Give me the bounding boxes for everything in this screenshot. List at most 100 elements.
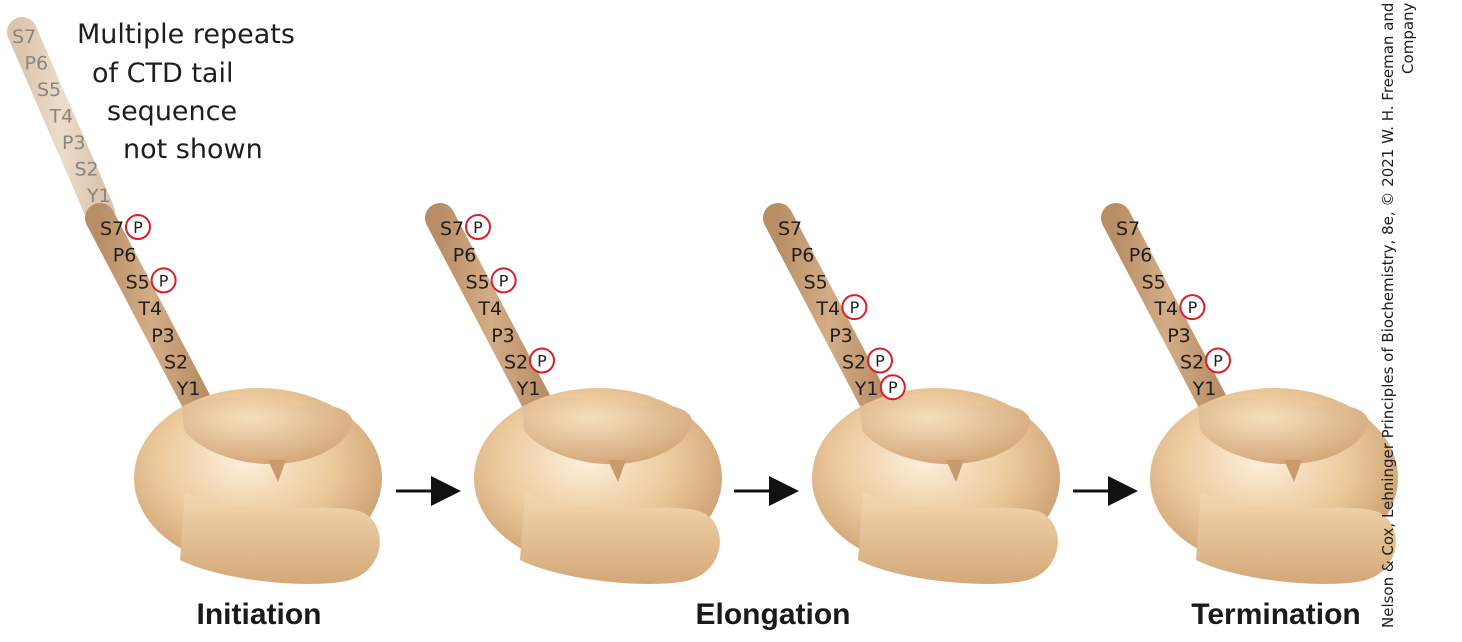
- phosphate-label: P: [537, 352, 547, 371]
- phosphate-circle: [490, 267, 517, 294]
- faded-residue-p3: P3: [62, 132, 86, 154]
- faded-residue-p6: P6: [25, 53, 49, 75]
- residue-s5: S5: [1142, 271, 1166, 293]
- phosphate-label: P: [1188, 298, 1198, 317]
- residue-t4: T4: [815, 298, 840, 320]
- phosphate-label: P: [159, 271, 169, 290]
- residue-s5: S5: [804, 271, 828, 293]
- residue-p3: P3: [491, 325, 515, 347]
- note-line-4: not shown: [123, 134, 263, 165]
- residue-y1: Y1: [176, 378, 201, 400]
- polymerase-cap: [182, 397, 352, 465]
- phosphate-group: P: [1179, 294, 1206, 321]
- phosphate-label: P: [1213, 352, 1223, 371]
- residue-p3: P3: [1167, 325, 1191, 347]
- phosphate-label: P: [133, 218, 143, 237]
- stage-label-initiation: Initiation: [197, 598, 322, 631]
- residue-p6: P6: [453, 245, 477, 267]
- polymerase-lower-lobe: [1196, 492, 1396, 584]
- phosphate-circle: [879, 374, 906, 401]
- phosphate-label: P: [850, 298, 860, 317]
- residue-p6: P6: [791, 245, 815, 267]
- credit-line-1: Nelson & Cox, Lehninger Principles of Bi…: [1379, 2, 1397, 628]
- phosphate-label: P: [499, 271, 509, 290]
- credit-line-2: Company: [1399, 2, 1417, 74]
- phosphate-label: P: [473, 218, 483, 237]
- phosphate-group: P: [125, 214, 151, 240]
- stage-label-elongation: Elongation: [696, 598, 851, 631]
- residue-s5: S5: [126, 271, 150, 293]
- note-line-2: of CTD tail: [92, 58, 233, 89]
- polymerase-cap: [860, 397, 1030, 465]
- polymerase-lower-lobe: [520, 492, 720, 584]
- polymerase-channel: [608, 460, 626, 482]
- residue-s7: S7: [100, 218, 124, 240]
- phosphate-label: P: [875, 352, 885, 371]
- polymerase-channel: [946, 460, 964, 482]
- phosphate-group: P: [841, 294, 868, 321]
- phosphate-circle: [867, 347, 893, 374]
- residue-s7: S7: [440, 218, 464, 240]
- polymerase-lower-lobe: [180, 492, 380, 584]
- residue-y1: Y1: [854, 378, 879, 400]
- faded-residue-s5: S5: [37, 79, 61, 101]
- residue-t4: T4: [1153, 298, 1178, 320]
- polymerase-channel: [268, 460, 286, 482]
- residue-s7: S7: [1116, 218, 1140, 240]
- ctd-tail: [425, 203, 557, 427]
- phosphate-circle: [150, 267, 177, 294]
- polymerase-cap: [522, 397, 692, 465]
- phosphate-group: P: [867, 347, 893, 374]
- phosphate-group: P: [465, 214, 491, 240]
- phosphate-group: P: [529, 347, 555, 374]
- phosphate-group: P: [879, 374, 906, 401]
- faded-residue-t4: T4: [49, 106, 74, 128]
- residue-p3: P3: [151, 325, 175, 347]
- phosphate-circle: [1205, 347, 1231, 374]
- ctd-tail: [763, 203, 895, 427]
- phosphate-circle: [841, 294, 868, 321]
- residue-s5: S5: [466, 271, 490, 293]
- residue-s2: S2: [842, 352, 866, 374]
- phosphate-circle: [529, 347, 555, 374]
- phosphate-group: P: [1205, 347, 1231, 374]
- residue-t4: T4: [477, 298, 502, 320]
- polymerase-lower-lobe: [858, 492, 1058, 584]
- polymerase-cap: [1198, 397, 1368, 465]
- phosphate-label: P: [888, 378, 898, 397]
- residue-s2: S2: [1180, 352, 1204, 374]
- residue-p3: P3: [829, 325, 853, 347]
- residue-s2: S2: [164, 352, 188, 374]
- ctd-tail: [1101, 203, 1233, 427]
- residue-p6: P6: [113, 245, 137, 267]
- residue-p6: P6: [1129, 245, 1153, 267]
- residue-y1: Y1: [516, 378, 541, 400]
- phosphate-group: P: [150, 267, 177, 294]
- faded-residue-s2: S2: [75, 159, 99, 181]
- phosphate-circle: [465, 214, 491, 240]
- ctd-repeat-note: Multiple repeats of CTD tail sequence no…: [77, 19, 295, 165]
- note-line-3: sequence: [107, 96, 237, 127]
- stage-label-termination: Termination: [1191, 598, 1360, 631]
- residue-s7: S7: [778, 218, 802, 240]
- faded-tail-extension: [7, 17, 115, 227]
- stage-labels: Initiation Elongation Termination: [197, 598, 1361, 631]
- copyright-credit: Nelson & Cox, Lehninger Principles of Bi…: [1378, 3, 1418, 628]
- phosphate-group: P: [490, 267, 517, 294]
- residue-y1: Y1: [1192, 378, 1217, 400]
- polymerase-channel: [1284, 460, 1302, 482]
- faded-residue-s7: S7: [12, 26, 36, 48]
- note-line-1: Multiple repeats: [77, 19, 295, 50]
- ctd-tail: [85, 203, 217, 427]
- phosphate-circle: [125, 214, 151, 240]
- faded-residue-y1: Y1: [86, 185, 111, 207]
- residue-s2: S2: [504, 352, 528, 374]
- phosphate-circle: [1179, 294, 1206, 321]
